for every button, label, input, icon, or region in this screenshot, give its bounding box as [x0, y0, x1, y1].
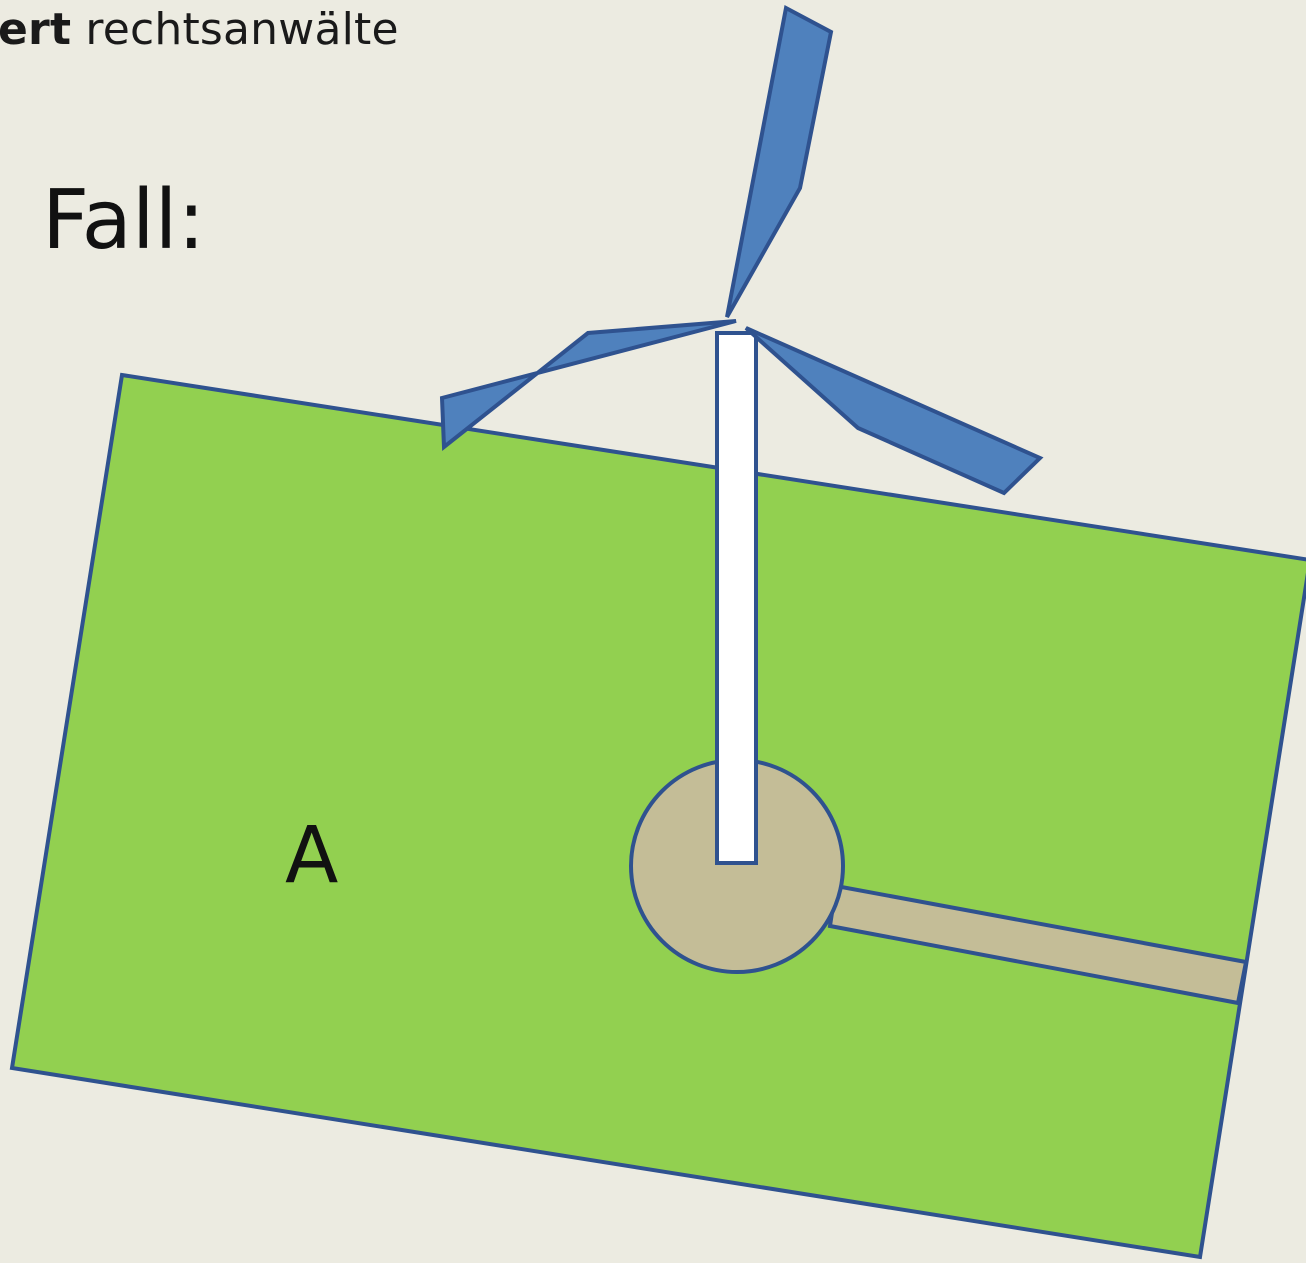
rotor-blade-left	[439, 319, 737, 452]
firm-header-regular: rechtsanwälte	[71, 4, 399, 55]
slide-title: Fall:	[42, 173, 206, 268]
turbine-tower	[715, 331, 758, 865]
firm-header: ert rechtsanwälte	[0, 4, 399, 55]
rotor-blade-upper	[725, 4, 834, 318]
firm-header-bold: ert	[0, 4, 72, 55]
rotor-blade-right	[744, 326, 1044, 496]
parcel-label: A	[285, 811, 338, 901]
